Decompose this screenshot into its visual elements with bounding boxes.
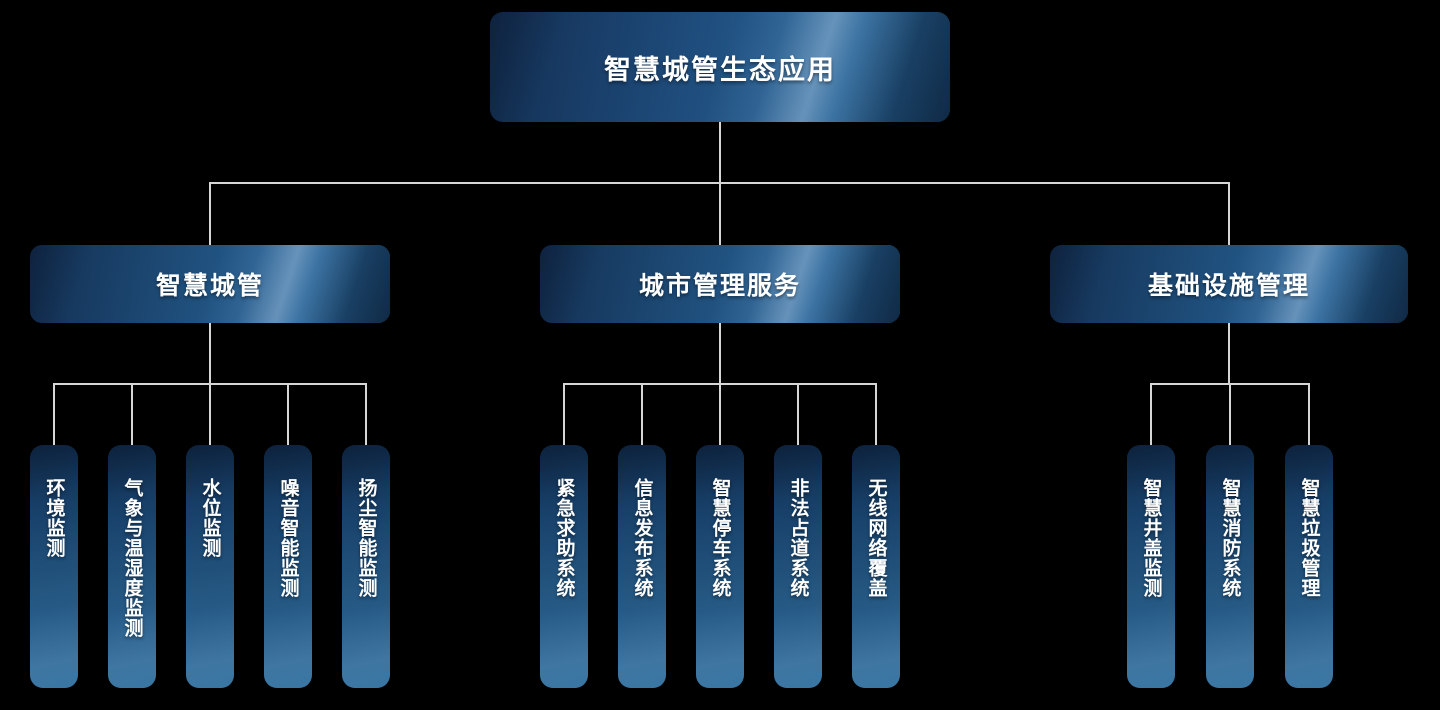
connector-leaf-drop [209,384,211,445]
leaf-node: 噪音智能监测 [264,445,312,688]
leaf-node-label: 噪音智能监测 [277,478,299,598]
leaf-node: 非法占道系统 [774,445,822,688]
leaf-node: 水位监测 [186,445,234,688]
branch-node-label: 基础设施管理 [1147,272,1310,300]
connector-group-stem [719,322,721,384]
leaf-node: 环境监测 [30,445,78,688]
connector-branch-drop [209,183,211,245]
leaf-node: 气象与温湿度监测 [108,445,156,688]
connector-root-stem [719,122,721,183]
leaf-node: 智慧垃圾管理 [1285,445,1333,688]
leaf-node-label: 信息发布系统 [631,478,653,598]
root-node-label: 智慧城管生态应用 [604,54,836,85]
connector-leaf-drop [719,384,721,445]
connector-group-stem [209,322,211,384]
connector-leaf-drop [287,384,289,445]
root-node: 智慧城管生态应用 [490,12,950,122]
connector-branch-drop [719,183,721,245]
leaf-node-label: 非法占道系统 [787,478,809,598]
leaf-node: 智慧停车系统 [696,445,744,688]
leaf-node-label: 环境监测 [43,478,65,558]
connector-branch-drop [1228,183,1230,245]
connector-leaf-drop [563,384,565,445]
connector-leaf-drop [641,384,643,445]
leaf-node-label: 水位监测 [199,478,221,558]
connector-leaf-drop [365,384,367,445]
branch-node-city-management-services: 城市管理服务 [540,245,900,323]
leaf-node-label: 智慧消防系统 [1219,478,1241,598]
connector-group-stem [1228,322,1230,384]
connector-leaf-drop [1229,384,1231,445]
leaf-node: 信息发布系统 [618,445,666,688]
leaf-node: 智慧井盖监测 [1127,445,1175,688]
branch-node-label: 城市管理服务 [638,272,801,300]
connector-leaf-drop [797,384,799,445]
leaf-node-label: 智慧停车系统 [709,478,731,598]
leaf-node-label: 气象与温湿度监测 [121,478,143,638]
leaf-node-label: 紧急求助系统 [553,478,575,598]
leaf-node: 智慧消防系统 [1206,445,1254,688]
branch-node-label: 智慧城管 [155,272,264,300]
connector-leaf-drop [53,384,55,445]
leaf-node: 扬尘智能监测 [342,445,390,688]
leaf-node: 无线网络覆盖 [852,445,900,688]
leaf-node: 紧急求助系统 [540,445,588,688]
leaf-node-label: 无线网络覆盖 [865,478,887,598]
branch-node-smart-city-management: 智慧城管 [30,245,390,323]
branch-node-infrastructure-management: 基础设施管理 [1050,245,1408,323]
connector-leaf-drop [1150,384,1152,445]
connector-leaf-drop [875,384,877,445]
connector-leaf-drop [1308,384,1310,445]
leaf-node-label: 智慧井盖监测 [1140,478,1162,598]
connector-leaf-drop [131,384,133,445]
leaf-node-label: 智慧垃圾管理 [1298,478,1320,598]
leaf-node-label: 扬尘智能监测 [355,478,377,598]
